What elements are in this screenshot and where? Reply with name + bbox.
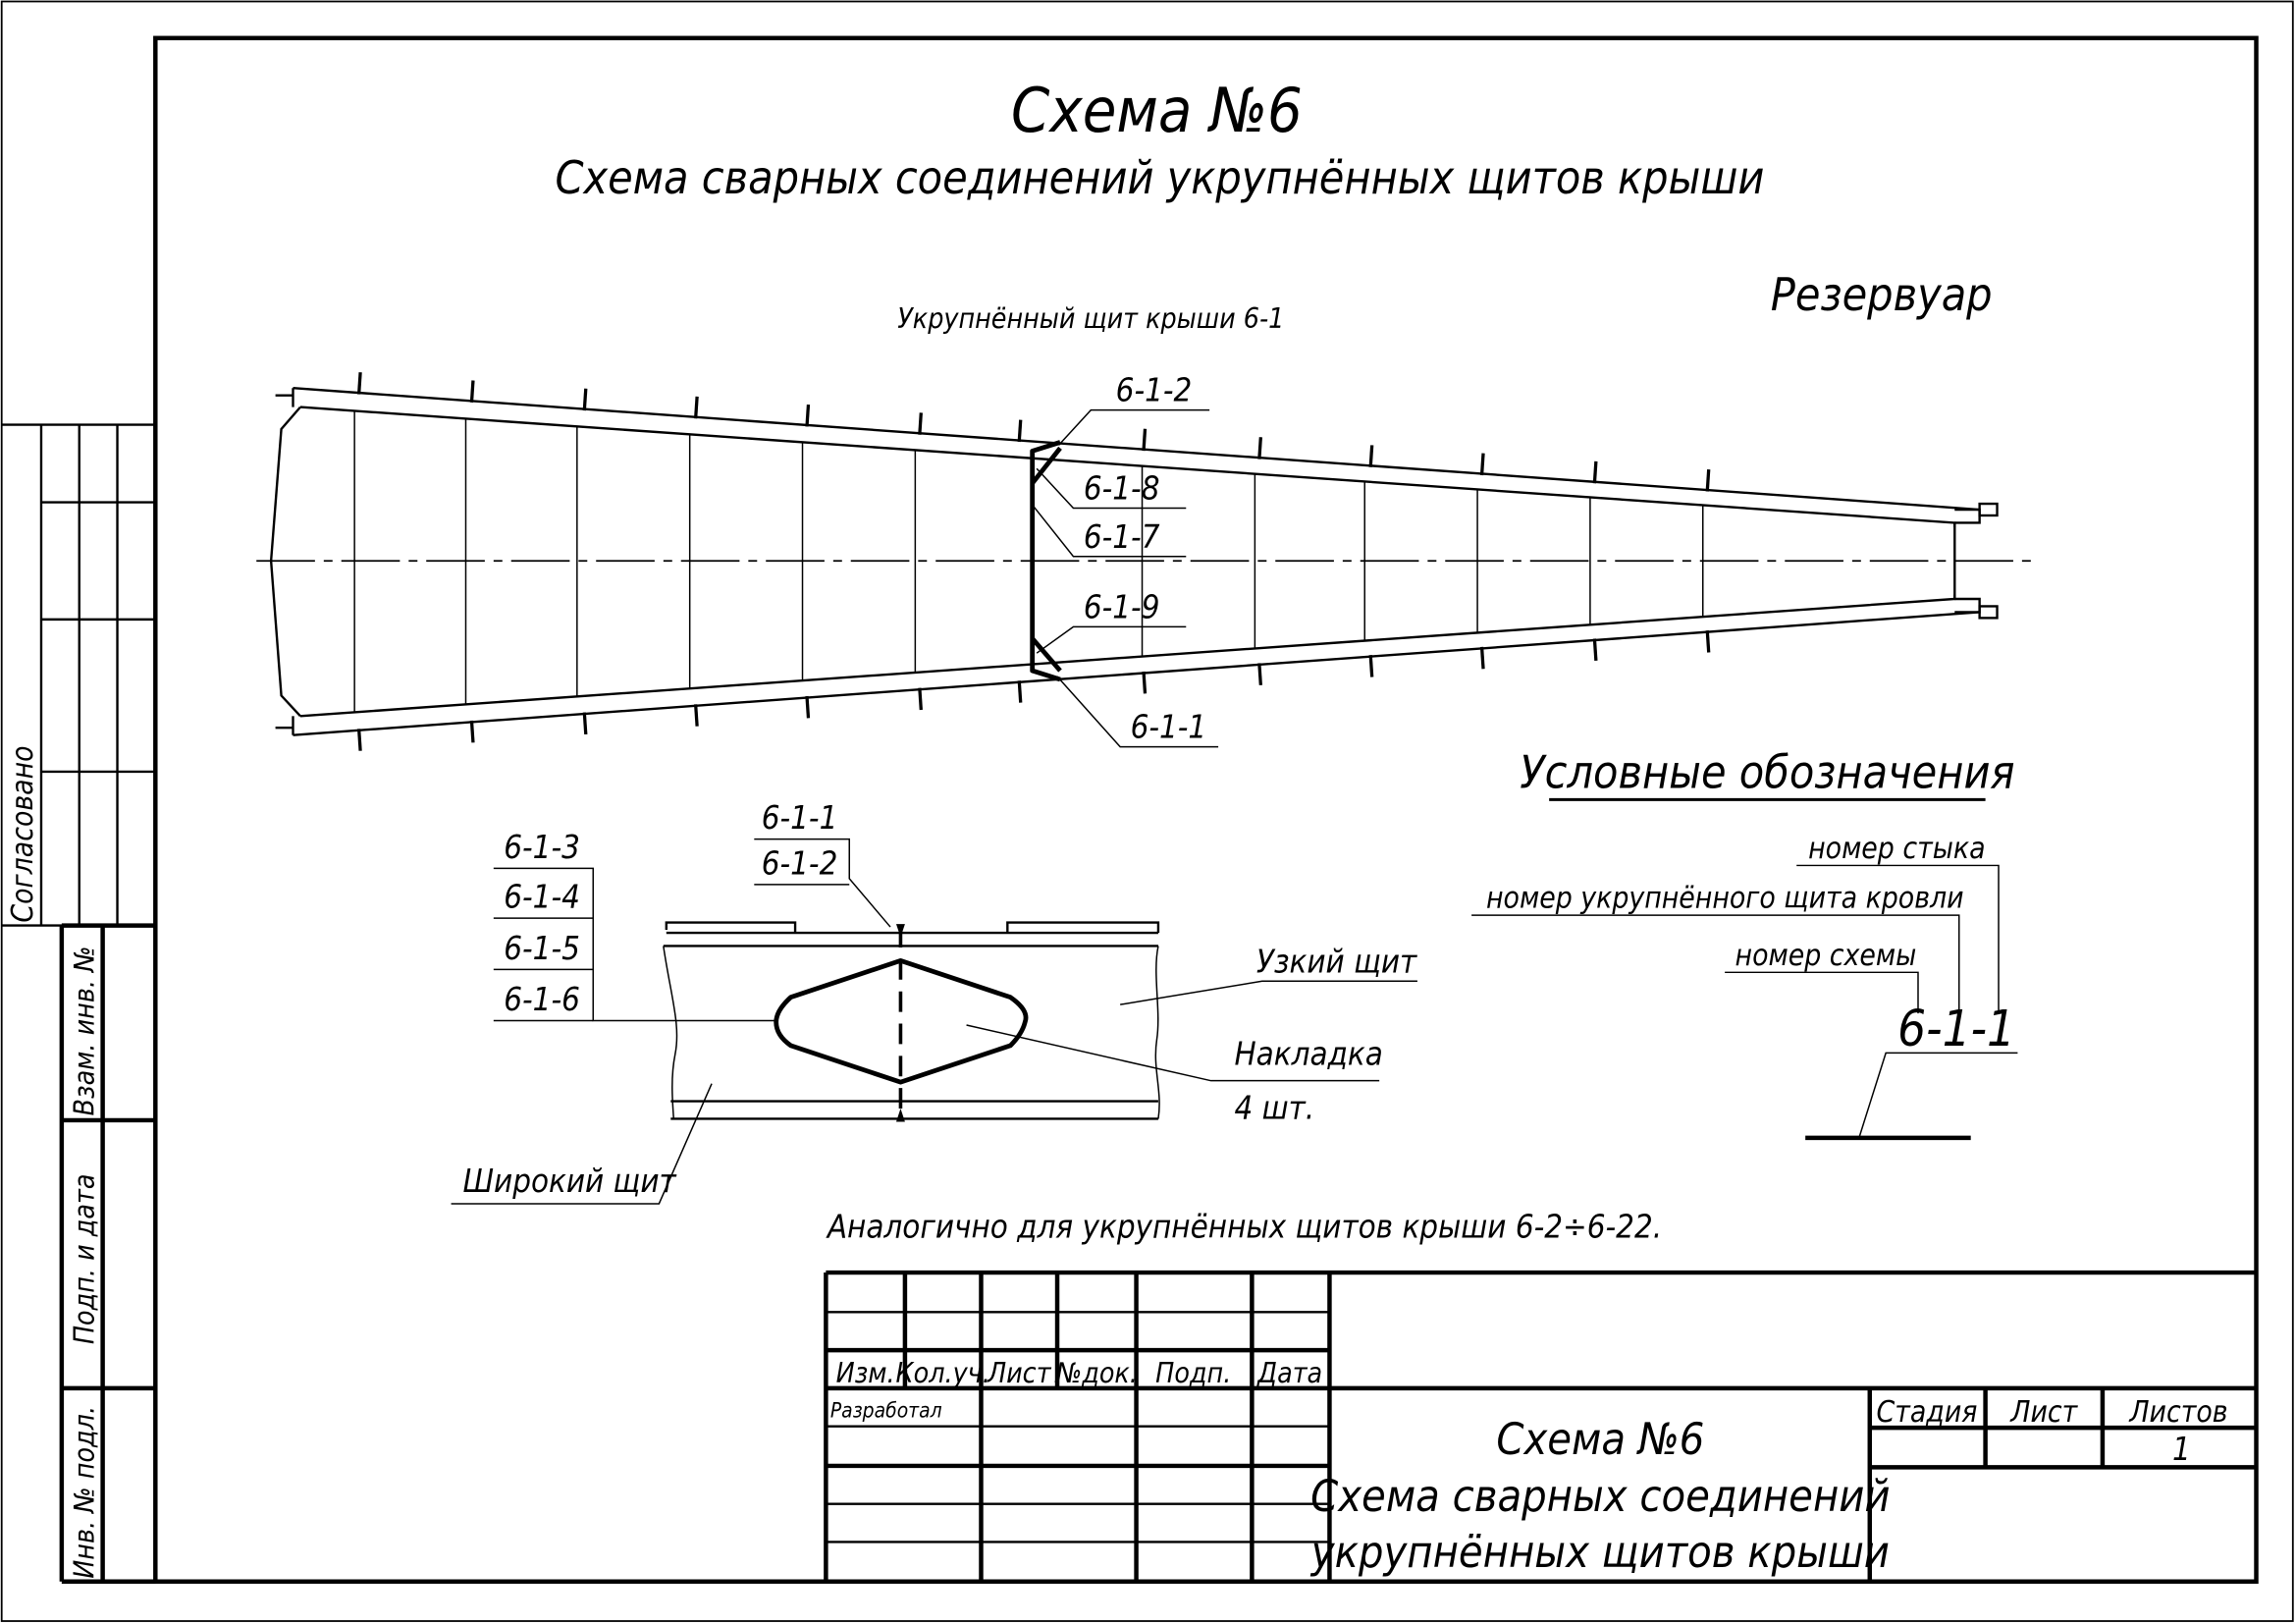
tick-mark (356, 372, 362, 395)
title-block: Изм. Кол.уч. Лист №док. Подп. Дата Разра… (824, 1270, 2257, 1582)
agreed-label: Согласовано (6, 745, 40, 922)
tick-mark (918, 687, 923, 711)
tick-mark (1368, 655, 1374, 677)
overlay-label: Накладка (1234, 1035, 1382, 1072)
analogous-note: Аналогично для укрупнённых щитов крыши 6… (826, 1208, 1662, 1245)
weld-detail: 6-1-1 6-1-2 6-1-3 6-1-4 6-1-5 6-1-6 Узки… (451, 799, 1417, 1205)
doc-name-line1: Схема №6 (1496, 1413, 1704, 1465)
overlay-label-4: 6-1-4 (504, 879, 580, 916)
col-izm: Изм. (836, 1357, 895, 1389)
tick-mark (469, 380, 475, 403)
weld-label-1: 6-1-1 (762, 799, 838, 837)
tick-mark (1479, 453, 1485, 476)
replace-inv-label: Взам. инв. № (69, 946, 101, 1115)
tick-mark (356, 729, 362, 751)
legend-title: Условные обозначения (1520, 745, 2014, 798)
sheets-value: 1 (2172, 1431, 2191, 1468)
tick-mark (805, 404, 811, 427)
joint-leaders: 6-1-2 6-1-8 6-1-7 6-1-9 6-1-1 (1033, 372, 1219, 748)
drawing-frame (153, 35, 2259, 1584)
tick-mark (1592, 638, 1598, 662)
legend-scheme-number: номер схемы (1735, 939, 1917, 973)
roof-shield-plan (256, 372, 2036, 751)
developed-label: Разработал (830, 1399, 942, 1423)
tick-mark (1257, 437, 1262, 460)
tick-mark (1142, 428, 1148, 452)
joint-label-top: 6-1-2 (1116, 372, 1193, 409)
legend: Условные обозначения номер стыка номер у… (1471, 745, 2018, 1141)
agreement-table: Согласовано (1, 423, 156, 927)
overlay-count: 4 шт. (1234, 1089, 1314, 1126)
col-sign: Подп. (1155, 1357, 1231, 1389)
tick-mark (1017, 419, 1023, 443)
overlay-label-3: 6-1-3 (504, 829, 580, 866)
tick-mark (1479, 646, 1485, 670)
joint-label-middle: 6-1-7 (1084, 518, 1160, 556)
col-doc: №док. (1054, 1357, 1138, 1389)
col-date: Дата (1256, 1357, 1322, 1389)
sheet-header: Лист (2009, 1395, 2078, 1430)
legend-example: 6-1-1 (1897, 1000, 2015, 1057)
joint-label-bottom: 6-1-1 (1131, 709, 1207, 746)
tick-mark (1142, 671, 1148, 694)
joint-label-upper-corner: 6-1-8 (1084, 470, 1160, 508)
legend-shield-number: номер укрупнённого щита кровли (1486, 882, 1964, 916)
stage-header: Стадия (1876, 1395, 1977, 1430)
sign-date-label: Подп. и дата (69, 1174, 101, 1345)
col-list: Лист (987, 1357, 1052, 1389)
reservoir-label: Резервуар (1771, 268, 1993, 321)
tick-mark (918, 412, 923, 435)
tick-mark (805, 695, 811, 719)
doc-name-line3: укрупнённых щитов крыши (1310, 1526, 1890, 1578)
doc-name-line2: Схема сварных соединений (1310, 1470, 1890, 1522)
overlay-label-6: 6-1-6 (504, 981, 580, 1018)
legend-joint-number: номер стыка (1808, 832, 1985, 866)
col-kol-uch: Кол.уч. (896, 1357, 990, 1389)
tick-mark (1257, 663, 1262, 685)
inventory-strip: Взам. инв. № Подп. и дата Инв. № подл. (59, 923, 156, 1584)
shield-label: Укрупнённый щит крыши 6-1 (897, 302, 1284, 335)
weld-label-2: 6-1-2 (762, 844, 838, 882)
overlay-plate (774, 957, 1029, 1085)
drawing-title: Схема №6 (1011, 75, 1303, 146)
sheets-header: Листов (2128, 1395, 2227, 1430)
tick-mark (1368, 445, 1374, 467)
inv-original-label: Инв. № подл. (69, 1406, 101, 1579)
tick-mark (1017, 680, 1023, 703)
tick-mark (694, 704, 699, 727)
tick-mark (582, 712, 588, 735)
narrow-shield-label: Узкий щит (1256, 943, 1417, 980)
tick-mark (1705, 469, 1711, 492)
overlay-label-5: 6-1-5 (504, 930, 580, 967)
tick-mark (582, 388, 588, 411)
tick-mark (469, 720, 475, 743)
drawing-subtitle: Схема сварных соединений укрупнённых щит… (555, 151, 1764, 204)
tick-mark (694, 396, 699, 419)
wide-shield-label: Широкий щит (463, 1163, 677, 1200)
tick-mark (1705, 630, 1711, 653)
joint-label-lower-corner: 6-1-9 (1084, 588, 1160, 625)
tick-mark (1592, 460, 1598, 484)
